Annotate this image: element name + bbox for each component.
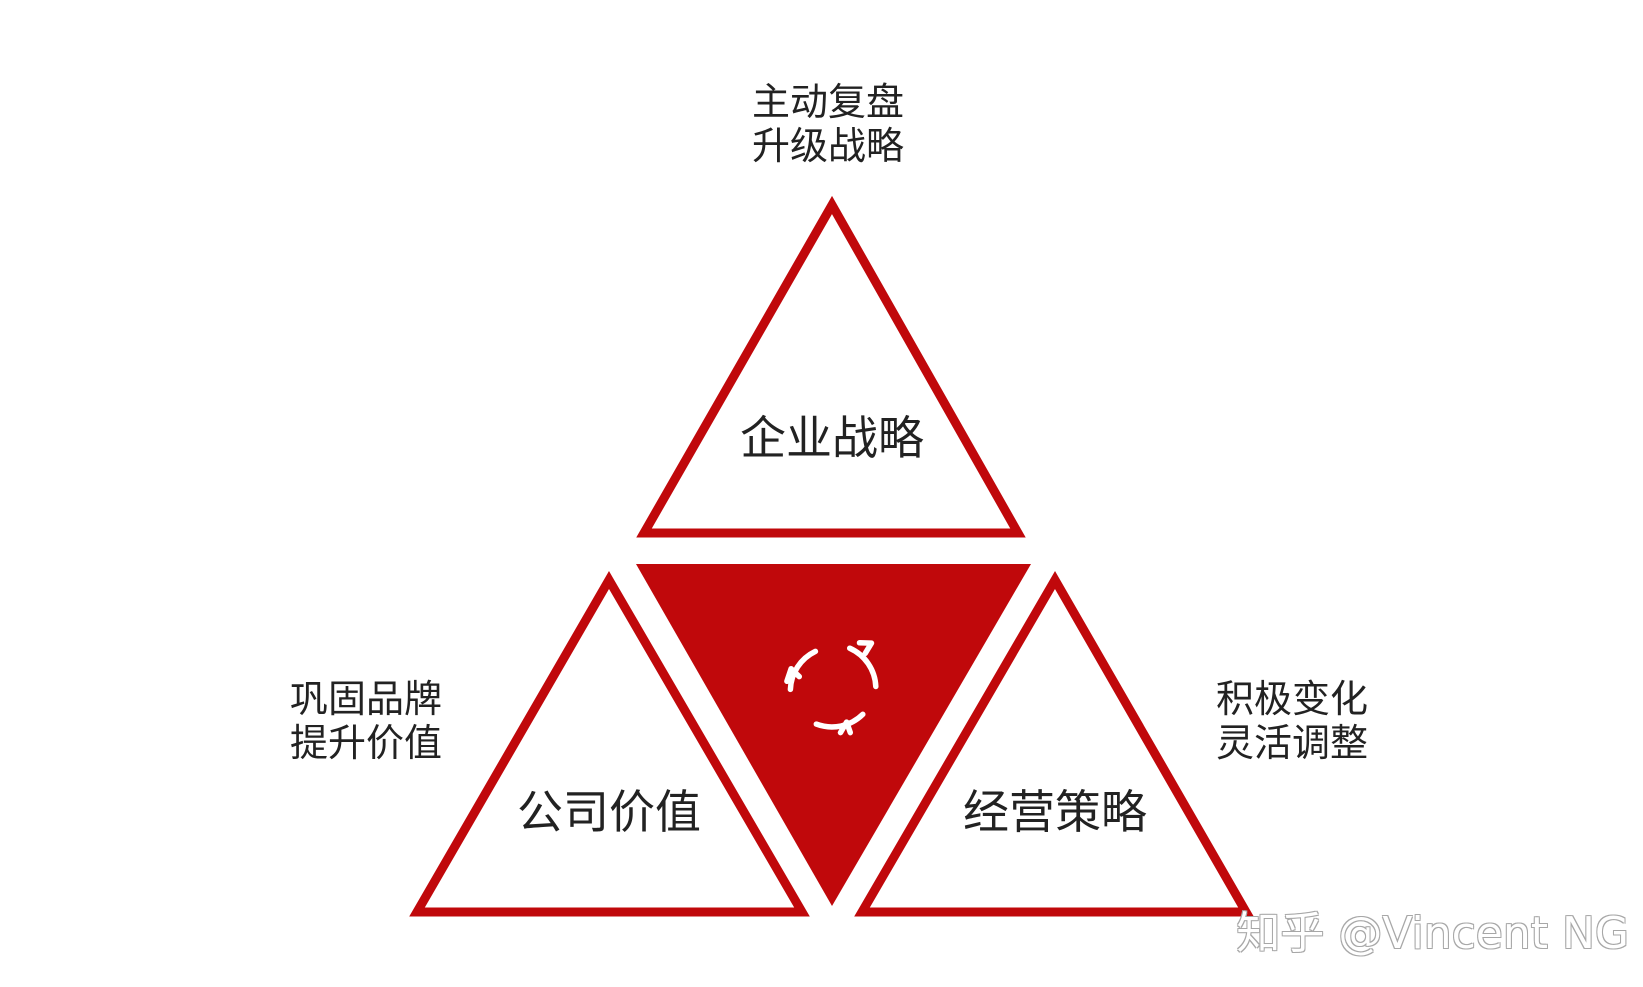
top-note-line-2: 升级战略 bbox=[752, 124, 905, 168]
top-triangle bbox=[636, 195, 1026, 538]
left-triangle-label: 公司价值 bbox=[517, 785, 701, 839]
watermark: 知乎 @Vincent NG bbox=[1236, 908, 1629, 959]
refresh-cycle-icon bbox=[784, 640, 879, 736]
center-inverted-triangle bbox=[636, 564, 1031, 906]
top-note: 主动复盘 升级战略 bbox=[752, 80, 904, 168]
right-note-line-1: 积极变化 bbox=[1216, 677, 1369, 721]
left-note-line-2: 提升价值 bbox=[290, 721, 443, 765]
left-triangle bbox=[409, 571, 810, 917]
right-note-line-2: 灵活调整 bbox=[1216, 721, 1369, 765]
top-note-line-1: 主动复盘 bbox=[752, 80, 905, 124]
left-note-line-1: 巩固品牌 bbox=[290, 677, 443, 721]
top-triangle-label: 企业战略 bbox=[740, 411, 924, 465]
right-note: 积极变化 灵活调整 bbox=[1216, 677, 1368, 765]
left-note: 巩固品牌 提升价值 bbox=[290, 677, 442, 765]
right-triangle-label: 经营策略 bbox=[963, 785, 1147, 839]
right-triangle bbox=[854, 571, 1254, 917]
